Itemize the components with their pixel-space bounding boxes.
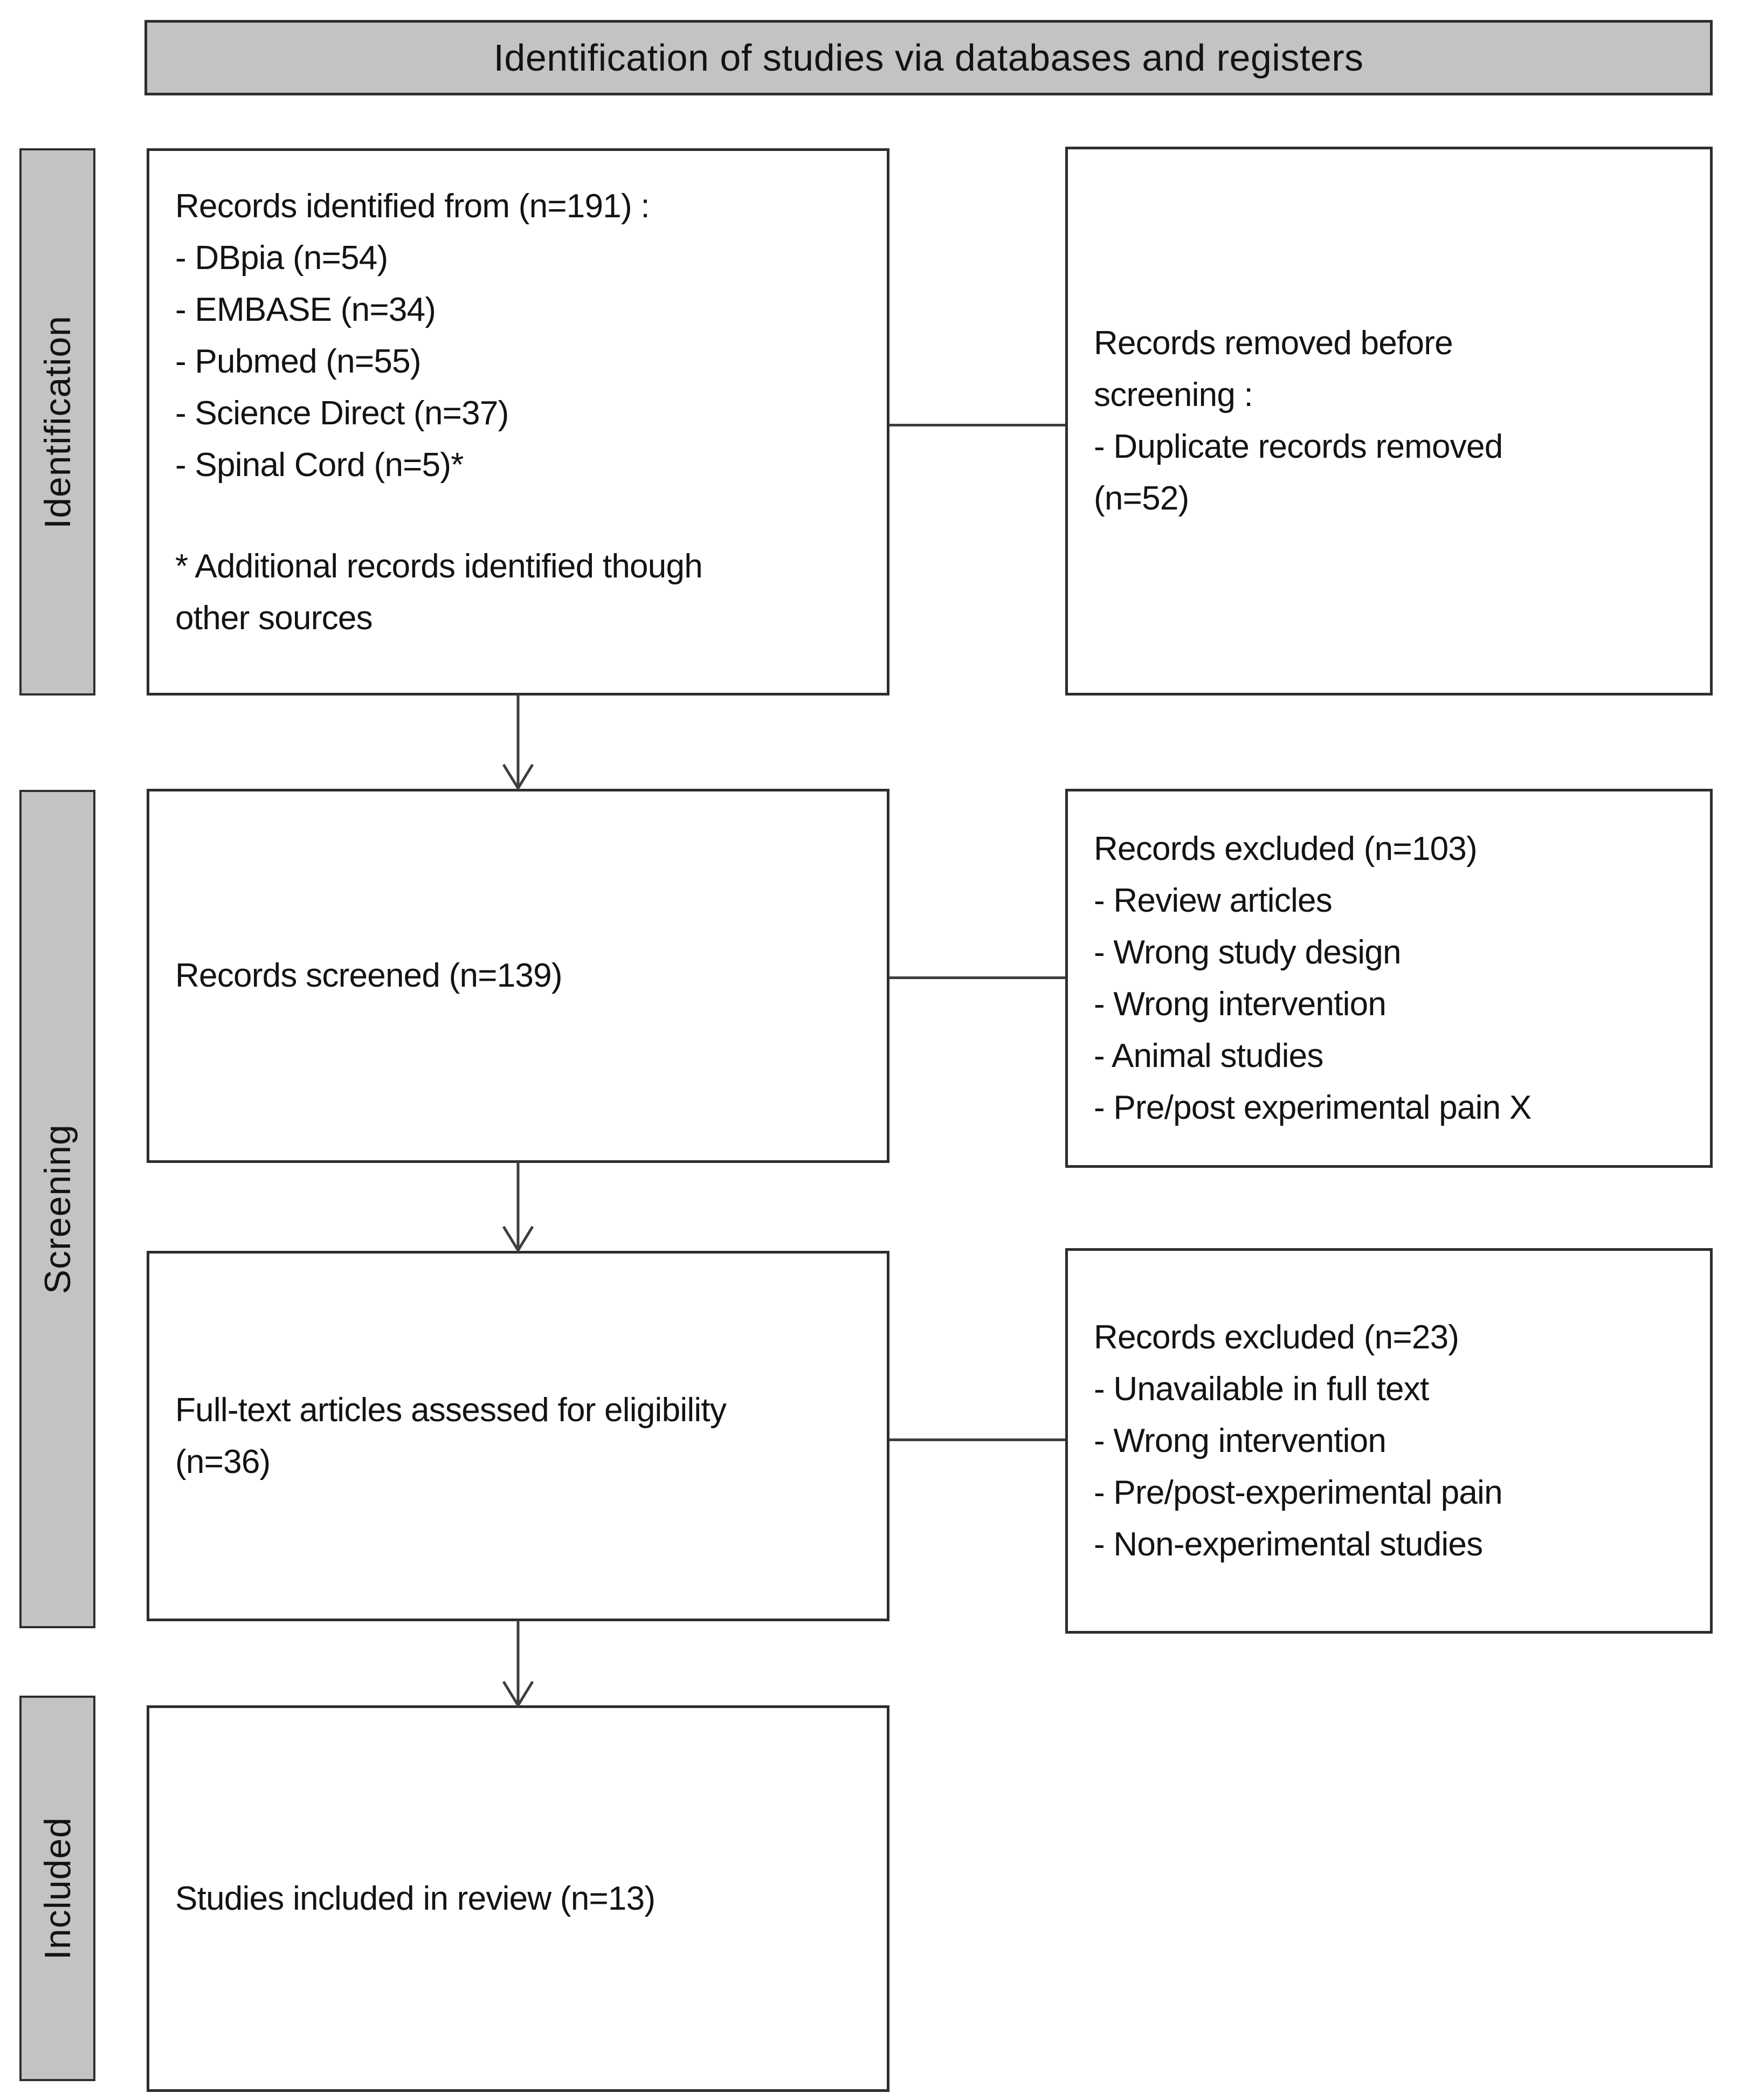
records-identified-footnote: other sources bbox=[175, 600, 373, 637]
records-excluded-eligibility-title: Records excluded (n=23) bbox=[1094, 1318, 1459, 1356]
arrow-screened-to-fulltext bbox=[502, 1162, 534, 1252]
arrow-identified-to-screened bbox=[502, 694, 534, 790]
box-records-removed: Records removed before screening : - Dup… bbox=[1065, 147, 1713, 696]
box-records-screened: Records screened (n=139) bbox=[147, 789, 889, 1163]
records-identified-item: - Science Direct (n=37) bbox=[175, 395, 509, 432]
fulltext-assessed-line: Full-text articles assessed for eligibil… bbox=[175, 1391, 727, 1429]
records-excluded-screening-item: - Review articles bbox=[1094, 882, 1333, 919]
records-identified-item: - Spinal Cord (n=5)* bbox=[175, 446, 464, 484]
box-studies-included: Studies included in review (n=13) bbox=[147, 1705, 889, 2092]
stage-label-included: Included bbox=[37, 1816, 78, 1960]
records-removed-line: Records removed before bbox=[1094, 325, 1453, 362]
connector-screened-to-excluded bbox=[889, 976, 1065, 979]
box-records-excluded-eligibility: Records excluded (n=23) - Unavailable in… bbox=[1065, 1248, 1713, 1634]
diagram-title: Identification of studies via databases … bbox=[493, 37, 1364, 79]
records-identified-footnote: * Additional records identified though bbox=[175, 548, 703, 585]
records-excluded-screening-item: - Wrong study design bbox=[1094, 933, 1401, 971]
records-excluded-screening-item: - Pre/post experimental pain X bbox=[1094, 1089, 1532, 1126]
records-identified-title: Records identified from (n=191) : bbox=[175, 188, 650, 225]
box-records-identified: Records identified from (n=191) : - DBpi… bbox=[147, 148, 889, 696]
box-records-excluded-screening: Records excluded (n=103) - Review articl… bbox=[1065, 789, 1713, 1168]
records-excluded-eligibility-item: - Wrong intervention bbox=[1094, 1422, 1387, 1459]
records-removed-line: - Duplicate records removed bbox=[1094, 428, 1503, 465]
records-removed-line: screening : bbox=[1094, 376, 1253, 414]
connector-identified-to-removed bbox=[889, 424, 1065, 426]
records-excluded-screening-item: - Wrong intervention bbox=[1094, 985, 1387, 1023]
stage-band-screening: Screening bbox=[19, 790, 95, 1628]
records-excluded-eligibility-item: - Non-experimental studies bbox=[1094, 1525, 1483, 1563]
stage-label-identification: Identification bbox=[37, 315, 78, 529]
records-identified-item: - Pubmed (n=55) bbox=[175, 343, 421, 380]
records-excluded-screening-title: Records excluded (n=103) bbox=[1094, 830, 1478, 867]
stage-label-screening: Screening bbox=[37, 1124, 78, 1295]
stage-band-identification: Identification bbox=[19, 148, 95, 696]
arrow-fulltext-to-included bbox=[502, 1620, 534, 1707]
studies-included-title: Studies included in review (n=13) bbox=[175, 1879, 656, 1917]
fulltext-assessed-line: (n=36) bbox=[175, 1443, 271, 1481]
records-identified-item: - DBpia (n=54) bbox=[175, 239, 388, 277]
stage-band-included: Included bbox=[19, 1696, 95, 2081]
box-fulltext-assessed: Full-text articles assessed for eligibil… bbox=[147, 1251, 889, 1621]
records-excluded-screening-item: - Animal studies bbox=[1094, 1037, 1323, 1075]
records-removed-line: (n=52) bbox=[1094, 480, 1189, 517]
records-screened-title: Records screened (n=139) bbox=[175, 957, 563, 994]
records-excluded-eligibility-item: - Pre/post-experimental pain bbox=[1094, 1474, 1503, 1511]
connector-fulltext-to-excluded bbox=[889, 1438, 1065, 1441]
records-excluded-eligibility-item: - Unavailable in full text bbox=[1094, 1370, 1429, 1408]
diagram-title-banner: Identification of studies via databases … bbox=[144, 20, 1713, 95]
records-identified-item: - EMBASE (n=34) bbox=[175, 291, 436, 328]
